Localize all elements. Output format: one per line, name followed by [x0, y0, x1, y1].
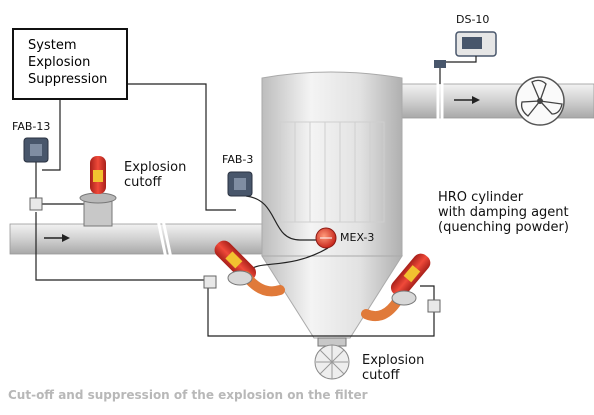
fab3-sensor-icon — [227, 171, 253, 197]
hro-cylinder-right-angled — [390, 253, 431, 297]
inlet-flow-arrow-icon — [44, 234, 70, 242]
mex3-sensor-icon — [315, 227, 337, 249]
hro-line2: with damping agent — [438, 204, 569, 220]
mex3-label: MEX-3 — [340, 231, 375, 244]
system-box-line1: System — [28, 38, 77, 53]
system-box-line2: Explosion — [28, 54, 91, 70]
ds10-label: DS-10 — [456, 13, 490, 26]
fab13-label: FAB-13 — [12, 120, 51, 133]
hro-cylinder-icon — [90, 156, 106, 194]
explosion-cutoff-valve-left — [79, 192, 117, 227]
outlet-pipe — [401, 80, 594, 122]
figure-caption: Cut-off and suppression of the explosion… — [8, 388, 368, 402]
elbow-pipe-right — [361, 290, 417, 322]
explosion-cutoff-bottom-line2: cutoff — [362, 367, 400, 383]
explosion-cutoff-left-line2: cutoff — [124, 174, 162, 190]
fan-icon — [515, 76, 565, 126]
hro-label: HRO cylinder with damping agent (quenchi… — [438, 190, 569, 236]
filter-vessel — [261, 71, 403, 339]
explosion-cutoff-left-label: Explosion cutoff — [124, 160, 187, 191]
explosion-cutoff-bottom-label: Explosion cutoff — [362, 353, 425, 384]
explosion-cutoff-left-line1: Explosion — [124, 160, 187, 175]
explosion-cutoff-valve-bottom — [314, 337, 350, 380]
explosion-cutoff-bottom-line1: Explosion — [362, 353, 425, 368]
hro-line3: (quenching powder) — [438, 219, 569, 235]
junction-box — [29, 197, 441, 313]
fab13-sensor-icon — [23, 137, 49, 163]
inlet-pipe — [9, 219, 263, 259]
system-box-line3: Suppression — [28, 71, 108, 87]
hro-line1: HRO cylinder — [438, 190, 524, 205]
system-explosion-suppression-box: System Explosion Suppression — [12, 28, 128, 100]
fab3-label: FAB-3 — [222, 153, 254, 166]
ds10-device-icon — [434, 31, 497, 68]
elbow-pipe-left — [227, 270, 285, 297]
flow-arrow-icon — [454, 96, 480, 104]
